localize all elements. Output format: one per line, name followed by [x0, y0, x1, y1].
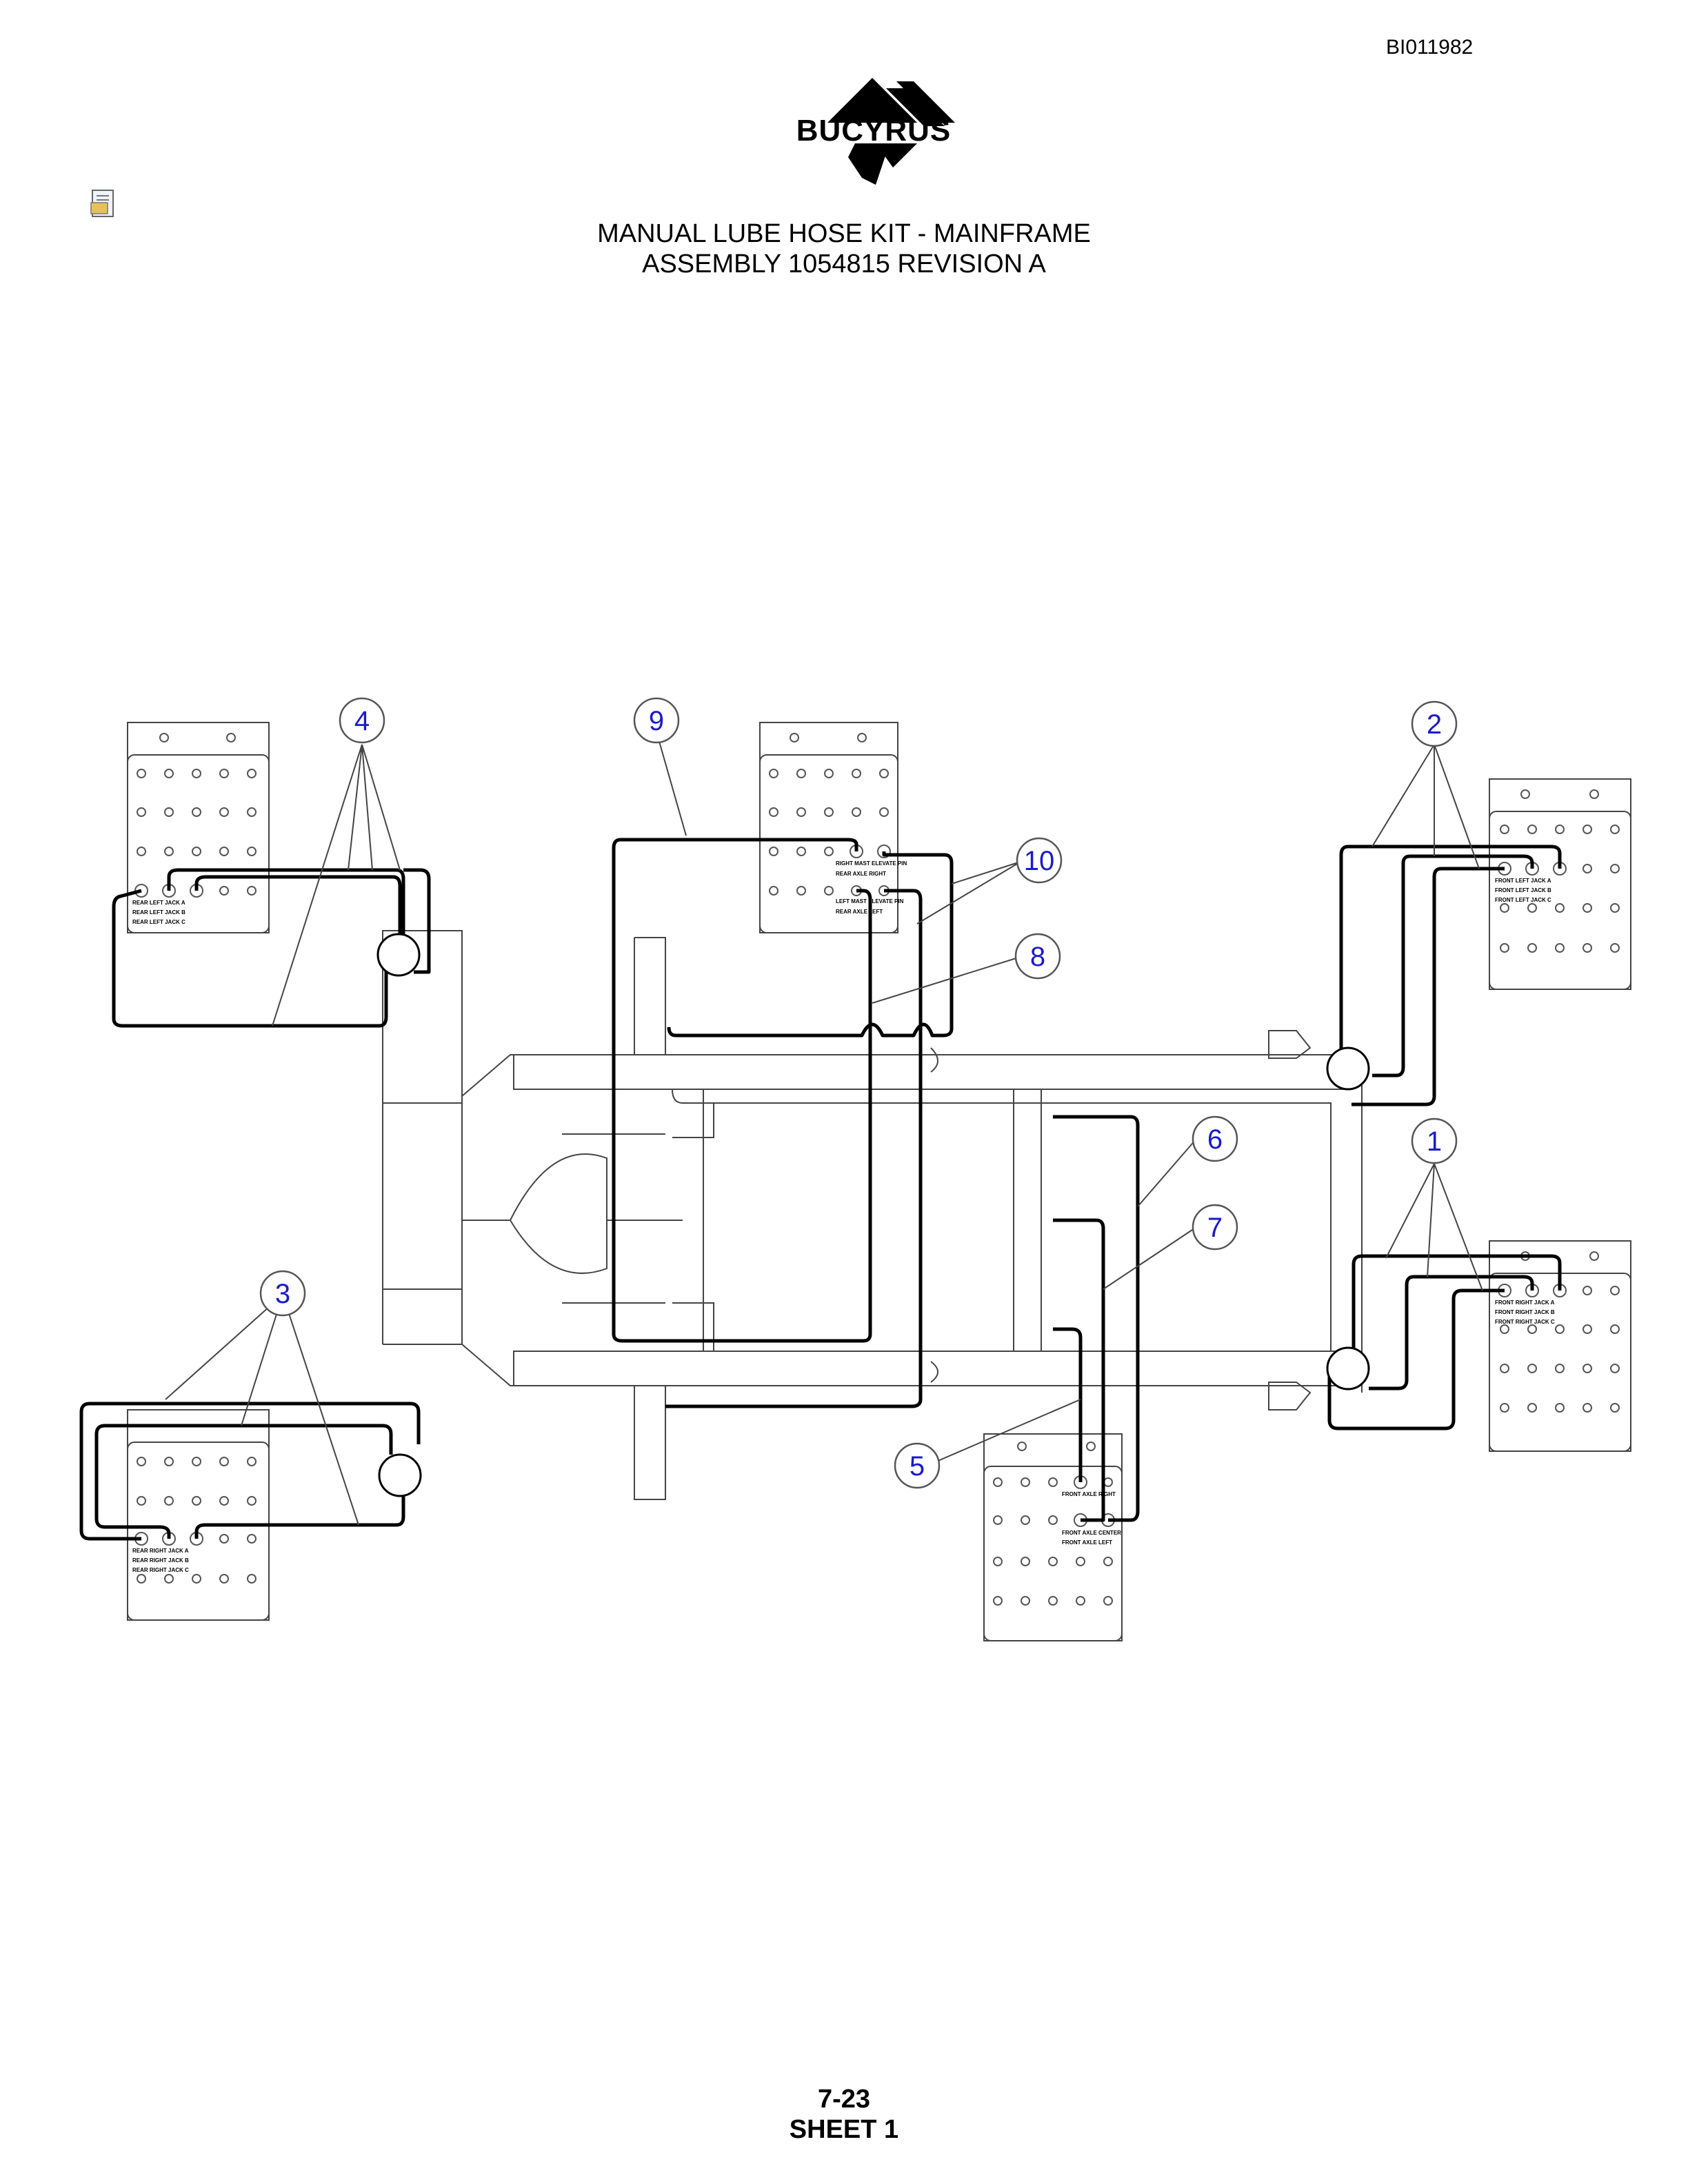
label-rear-left-jack-a: REAR LEFT JACK A	[132, 900, 185, 906]
bucyrus-logo-icon	[827, 78, 955, 185]
callout-3-label: 3	[275, 1279, 290, 1309]
callout-7-label: 7	[1207, 1213, 1223, 1243]
label-front-right-jack-c: FRONT RIGHT JACK C	[1495, 1319, 1555, 1325]
callout-5: 5	[894, 1442, 941, 1489]
label-front-axle-right: FRONT AXLE RIGHT	[1062, 1491, 1116, 1497]
title-line-2: ASSEMBLY 1054815 REVISION A	[642, 250, 1046, 279]
leader-lines	[165, 738, 1483, 1526]
grease-block-rear-right	[127, 1409, 270, 1621]
callout-9: 9	[633, 697, 680, 744]
callout-9-label: 9	[649, 706, 664, 736]
callout-10-label: 10	[1024, 846, 1055, 876]
title-line-1: MANUAL LUBE HOSE KIT - MAINFRAME	[597, 219, 1091, 248]
grease-block-mast	[759, 722, 898, 933]
label-front-axle-left: FRONT AXLE LEFT	[1062, 1539, 1112, 1546]
label-front-left-jack-b: FRONT LEFT JACK B	[1495, 887, 1551, 893]
mainframe-outline	[382, 930, 1363, 1500]
label-front-left-jack-a: FRONT LEFT JACK A	[1495, 878, 1551, 884]
document-icon[interactable]	[88, 188, 120, 221]
label-rear-right-jack-b: REAR RIGHT JACK B	[132, 1557, 189, 1564]
page-number: 7-23	[817, 2085, 871, 2114]
label-front-right-jack-a: FRONT RIGHT JACK A	[1495, 1300, 1555, 1306]
callout-6: 6	[1192, 1115, 1238, 1162]
label-rear-right-jack-c: REAR RIGHT JACK C	[132, 1567, 189, 1573]
callout-3: 3	[259, 1270, 306, 1317]
hoses	[79, 838, 1562, 1541]
callout-6-label: 6	[1207, 1124, 1223, 1155]
fitting-labels: REAR LEFT JACK A REAR LEFT JACK B REAR L…	[132, 860, 1555, 1573]
callout-8-label: 8	[1030, 942, 1045, 972]
grease-block-front-left	[1489, 778, 1631, 990]
sheet-number: SHEET 1	[789, 2115, 899, 2144]
label-front-left-jack-c: FRONT LEFT JACK C	[1495, 897, 1551, 903]
label-rear-left-jack-b: REAR LEFT JACK B	[132, 909, 185, 916]
callout-7: 7	[1192, 1204, 1238, 1251]
callout-10: 10	[1016, 837, 1063, 884]
callout-8: 8	[1014, 933, 1061, 980]
distribution-fittings	[376, 933, 1370, 1497]
label-front-axle-center: FRONT AXLE CENTER	[1062, 1530, 1121, 1536]
label-front-right-jack-b: FRONT RIGHT JACK B	[1495, 1309, 1555, 1315]
callout-2: 2	[1411, 700, 1458, 747]
grease-block-front-axle	[983, 1433, 1123, 1641]
callout-1-label: 1	[1427, 1126, 1442, 1157]
label-rear-left-jack-c: REAR LEFT JACK C	[132, 919, 185, 925]
grease-block-rear-left	[127, 722, 270, 933]
brand-name: BUCYRUS	[796, 114, 952, 148]
label-rear-right-jack-a: REAR RIGHT JACK A	[132, 1548, 189, 1554]
callout-2-label: 2	[1427, 709, 1442, 740]
label-rear-axle-left: REAR AXLE LEFT	[836, 909, 883, 915]
document-id: BI011982	[1386, 36, 1474, 59]
callout-1: 1	[1411, 1118, 1458, 1164]
label-right-mast-elevate-pin: RIGHT MAST ELEVATE PIN	[836, 860, 907, 867]
callout-4-label: 4	[354, 706, 370, 736]
callout-5-label: 5	[910, 1451, 925, 1482]
label-rear-axle-right: REAR AXLE RIGHT	[836, 871, 886, 877]
callout-4: 4	[339, 697, 385, 744]
